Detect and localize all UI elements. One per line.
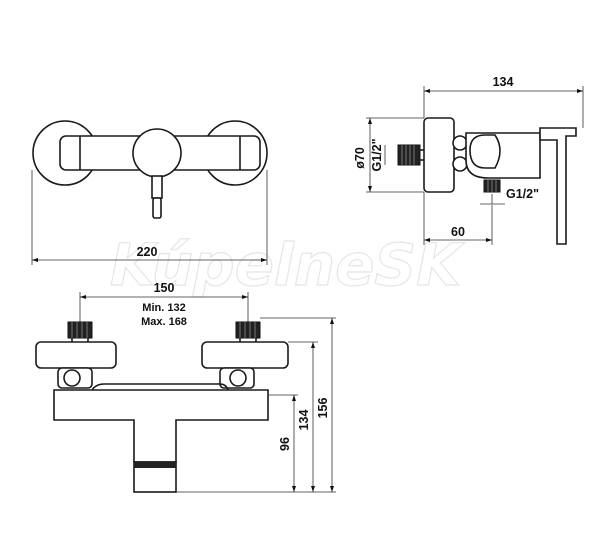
watermark-text: KúpelneSK: [110, 231, 465, 299]
bottom-body: [53, 389, 269, 463]
lever-handle: [152, 197, 162, 219]
cartridge-cap: [132, 128, 182, 178]
bottom-view: 150 Min. 132 Max. 168: [35, 281, 336, 493]
side-rosette: [423, 117, 455, 193]
left-inlet-thread-icon: [67, 321, 93, 339]
diameter-dim-70: ø70: [353, 147, 367, 169]
front-view: 220: [31, 120, 268, 265]
spacing-dim-150: 150: [154, 281, 175, 295]
left-rosette-bottom: [35, 341, 117, 369]
lever-neck: [151, 175, 163, 199]
right-inlet-thread-icon: [235, 321, 261, 339]
outlet-thread-label: G1/2": [506, 187, 539, 201]
spacing-max: Max. 168: [141, 316, 187, 328]
height-dim-134: 134: [297, 410, 311, 431]
inlet-thread-label: G1/2": [370, 138, 384, 171]
side-lever: [539, 127, 577, 245]
inlet-thread-icon: [397, 144, 421, 166]
width-dim-220: 220: [137, 245, 158, 259]
height-dim-96: 96: [278, 437, 292, 451]
height-dim-156: 156: [316, 398, 330, 419]
right-rosette-bottom: [201, 341, 289, 369]
spacing-min: Min. 132: [142, 302, 185, 314]
depth-dim-134: 134: [493, 75, 514, 89]
side-view: G1/2" 134 ø70 G1/2" 60: [353, 75, 584, 245]
outlet-dim-60: 60: [451, 225, 465, 239]
